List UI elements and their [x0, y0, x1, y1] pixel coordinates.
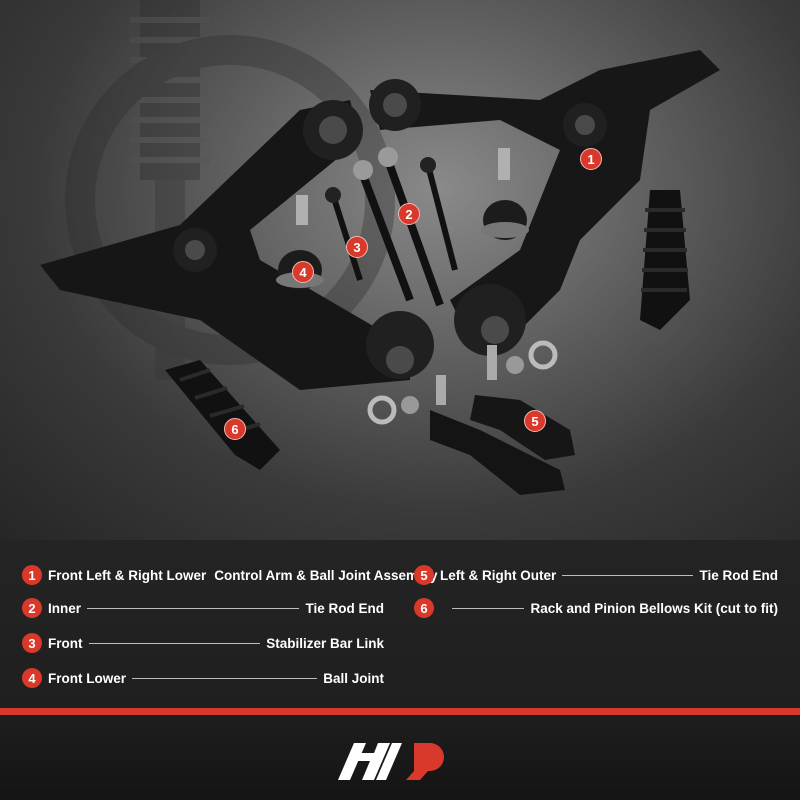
legend-item-1: 1 Front Left & Right Lower Control Arm &…	[22, 564, 438, 586]
legend-leader-line	[452, 607, 525, 609]
legend-right-label: Tie Rod End	[699, 567, 778, 583]
callout-2: 2	[398, 203, 420, 225]
legend-number: 6	[414, 598, 434, 618]
left-control-arm	[40, 100, 434, 390]
legend-left-label: Front	[48, 635, 83, 651]
legend-right-label: Tie Rod End	[305, 600, 384, 616]
callout-3: 3	[346, 236, 368, 258]
legend-left-label: Front Lower	[48, 670, 126, 686]
legend-number: 2	[22, 598, 42, 618]
callout-6: 6	[224, 418, 246, 440]
legend-item-5: 5 Left & Right Outer Tie Rod End	[414, 564, 778, 586]
legend-item-6: 6 Rack and Pinion Bellows Kit (cut to fi…	[414, 597, 778, 619]
legend-number: 4	[22, 668, 42, 688]
legend-number: 3	[22, 633, 42, 653]
brand-logo	[338, 743, 444, 780]
tie-rods-and-links	[325, 147, 458, 307]
legend-left-label: Inner	[48, 600, 82, 616]
outer-tie-rod-ends	[430, 345, 575, 495]
callout-5: 5	[524, 410, 546, 432]
product-photo: 1 2 3 4 5 6	[0, 0, 800, 540]
legend-number: 1	[22, 565, 42, 585]
hardware	[367, 340, 558, 425]
legend-leader-line	[132, 677, 318, 679]
bellows-left	[165, 360, 280, 470]
accent-band	[0, 708, 800, 715]
footer	[0, 715, 800, 800]
legend-left-label: Front Left & Right Lower	[48, 567, 207, 583]
legend-right-label: Ball Joint	[323, 670, 384, 686]
legend-leader-line	[88, 642, 261, 644]
legend-right-label: Rack and Pinion Bellows Kit (cut to fit)	[530, 600, 778, 616]
legend-left-label: Left & Right Outer	[440, 567, 557, 583]
callout-4: 4	[292, 261, 314, 283]
callout-1: 1	[580, 148, 602, 170]
legend-right-label: Control Arm & Ball Joint Assembly	[214, 567, 438, 583]
legend-item-3: 3 Front Stabilizer Bar Link	[22, 632, 384, 654]
right-control-arm	[369, 50, 720, 356]
legend-leader-line	[87, 607, 300, 609]
legend-item-4: 4 Front Lower Ball Joint	[22, 667, 384, 689]
legend-right-label: Stabilizer Bar Link	[266, 635, 384, 651]
bellows-right	[640, 190, 690, 330]
parts-legend	[0, 540, 800, 710]
legend-number: 5	[414, 565, 434, 585]
legend-item-2: 2 Inner Tie Rod End	[22, 597, 384, 619]
parts-illustration	[40, 17, 720, 495]
legend-leader-line	[562, 574, 694, 576]
